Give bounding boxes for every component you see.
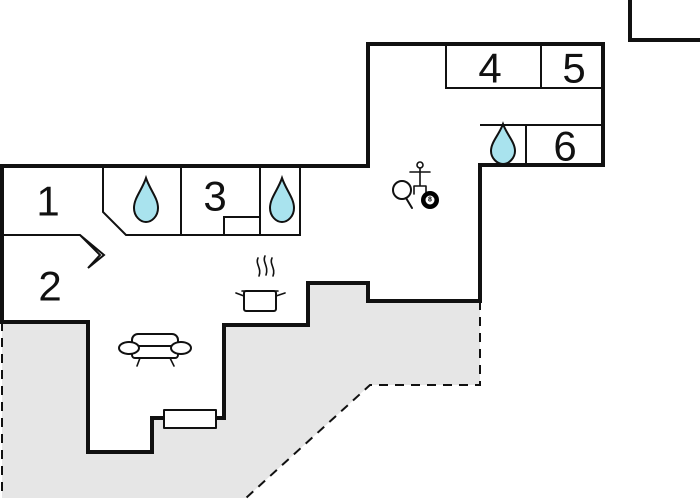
water-drop-icon (489, 121, 517, 166)
terrace (1, 283, 481, 499)
billiard-ball-icon: 8 (421, 191, 439, 209)
interior-walls (2, 44, 603, 269)
exterior-walls (0, 0, 700, 454)
room-3-label: 3 (203, 173, 226, 220)
room-5-label: 5 (562, 45, 585, 92)
room-6-label: 6 (553, 123, 576, 170)
table-tennis-icon (392, 161, 431, 209)
billiard-ball-number: 8 (428, 197, 432, 204)
cooking-pot-icon (235, 255, 286, 312)
sofa-icon (118, 333, 192, 367)
radiator-icon (163, 409, 217, 429)
room-2-label: 2 (38, 263, 61, 310)
water-drop-icon (268, 174, 296, 224)
water-drop-icon (132, 174, 160, 224)
room-1-label: 1 (36, 178, 59, 225)
room-4-label: 4 (478, 45, 501, 92)
